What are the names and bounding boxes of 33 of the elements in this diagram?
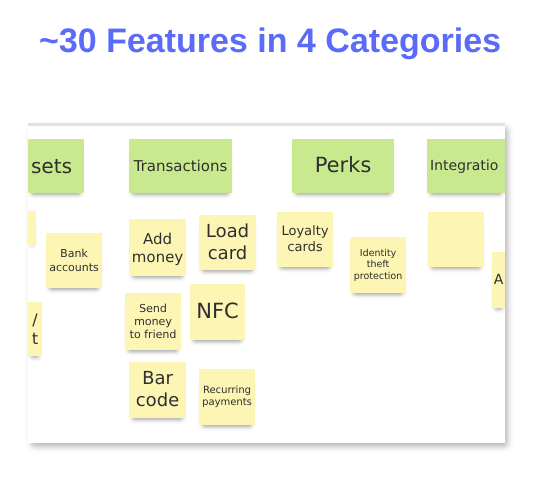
sticky-note (28, 211, 36, 245)
note-text: Identity theft protection (352, 248, 404, 282)
sticky-note (129, 362, 186, 418)
note-text: Add money (131, 230, 184, 266)
sticky-note (190, 284, 245, 340)
category-note (28, 139, 84, 193)
note-text: Perks (314, 153, 372, 179)
title: ~30 Features in 4 Categories (38, 21, 502, 62)
note-text: Bar code (134, 368, 180, 412)
note-text: Loyalty cards (280, 224, 330, 256)
sticky-note (46, 233, 102, 288)
note-text: A (494, 272, 504, 288)
sticky-note (199, 215, 256, 270)
note-text: sets (31, 154, 72, 178)
sticky-note (129, 219, 186, 276)
sticky-note (492, 252, 505, 308)
sticky-note (277, 212, 333, 267)
sticky-note (199, 369, 255, 425)
category-note (292, 139, 394, 193)
note-text: NFC (196, 299, 239, 325)
note-text: Send money to friend (128, 302, 178, 342)
category-note (427, 139, 505, 193)
sticky-note (125, 293, 181, 350)
sticky-note (28, 302, 42, 356)
note-text: / t (30, 310, 40, 348)
note-text: Recurring payments (201, 385, 253, 409)
sticky-note (428, 212, 484, 267)
note-text: Load card (204, 220, 250, 264)
note-text: Transactions (134, 157, 228, 175)
note-text: Bank accounts (48, 247, 100, 274)
category-note (129, 139, 232, 193)
note-text: Integratio (430, 158, 498, 174)
sticky-note (350, 237, 406, 293)
